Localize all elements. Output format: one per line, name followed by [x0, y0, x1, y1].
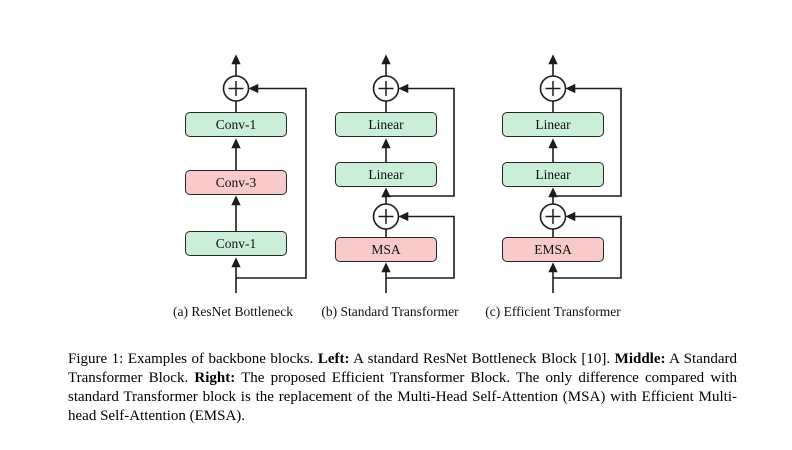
resnet-conv1-bottom-box: Conv-1	[185, 231, 287, 256]
box-label: MSA	[371, 241, 401, 257]
plus-circle-icon	[222, 75, 250, 102]
caption-text: A standard ResNet Bottleneck Block [10].	[349, 351, 615, 367]
box-label: Conv-3	[215, 174, 257, 190]
resnet-diagram-arrows	[222, 54, 307, 293]
box-label: Conv-1	[215, 116, 257, 132]
box-label: Linear	[535, 166, 571, 182]
caption-text: The proposed Efficient Transformer Block…	[68, 370, 737, 424]
box-label: Conv-1	[215, 235, 257, 251]
skip-connection-upper	[553, 83, 622, 197]
caption-bold-middle: Middle:	[614, 351, 666, 367]
standard-linear-bottom-box: Linear	[335, 162, 437, 187]
efficient-linear-bottom-box: Linear	[502, 162, 604, 187]
caption-bold-left: Left:	[317, 351, 350, 367]
resnet-conv1-top-box: Conv-1	[185, 112, 287, 137]
msa-box: MSA	[335, 237, 437, 262]
box-label: EMSA	[534, 241, 572, 257]
plus-circle-icon	[539, 75, 567, 102]
box-label: Linear	[535, 116, 571, 132]
plus-circle-icon	[539, 203, 567, 230]
efficient-transformer-diagram-arrows	[539, 54, 622, 293]
skip-connection-upper	[386, 83, 455, 197]
efficient-linear-top-box: Linear	[502, 112, 604, 137]
plus-circle-icon	[372, 203, 400, 230]
caption-bold-right: Right:	[194, 370, 236, 386]
subcaption-b: (b) Standard Transformer	[321, 304, 459, 319]
emsa-box: EMSA	[502, 237, 604, 262]
box-label: Linear	[368, 166, 404, 182]
diagram-connectors	[222, 54, 622, 293]
box-label: Linear	[368, 116, 404, 132]
standard-transformer-diagram-arrows	[372, 54, 455, 293]
skip-connection-lower	[386, 211, 455, 279]
skip-connection-lower	[553, 211, 622, 279]
subcaption-a: (a) ResNet Bottleneck	[173, 304, 293, 319]
caption-text: A Standard Transformer Block.	[68, 351, 738, 386]
caption-text: Figure 1: Examples of backbone blocks.	[68, 351, 318, 367]
figure-1-caption: Figure 1: Examples of backbone blocks. L…	[68, 350, 737, 426]
skip-connection	[236, 83, 307, 279]
figure-1-diagrams: Conv-1 Conv-3 Conv-1 Linear Linear MSA L…	[173, 54, 622, 319]
resnet-conv3-box: Conv-3	[185, 170, 287, 195]
standard-linear-top-box: Linear	[335, 112, 437, 137]
subcaption-c: (c) Efficient Transformer	[485, 304, 621, 319]
plus-circle-icon	[372, 75, 400, 102]
